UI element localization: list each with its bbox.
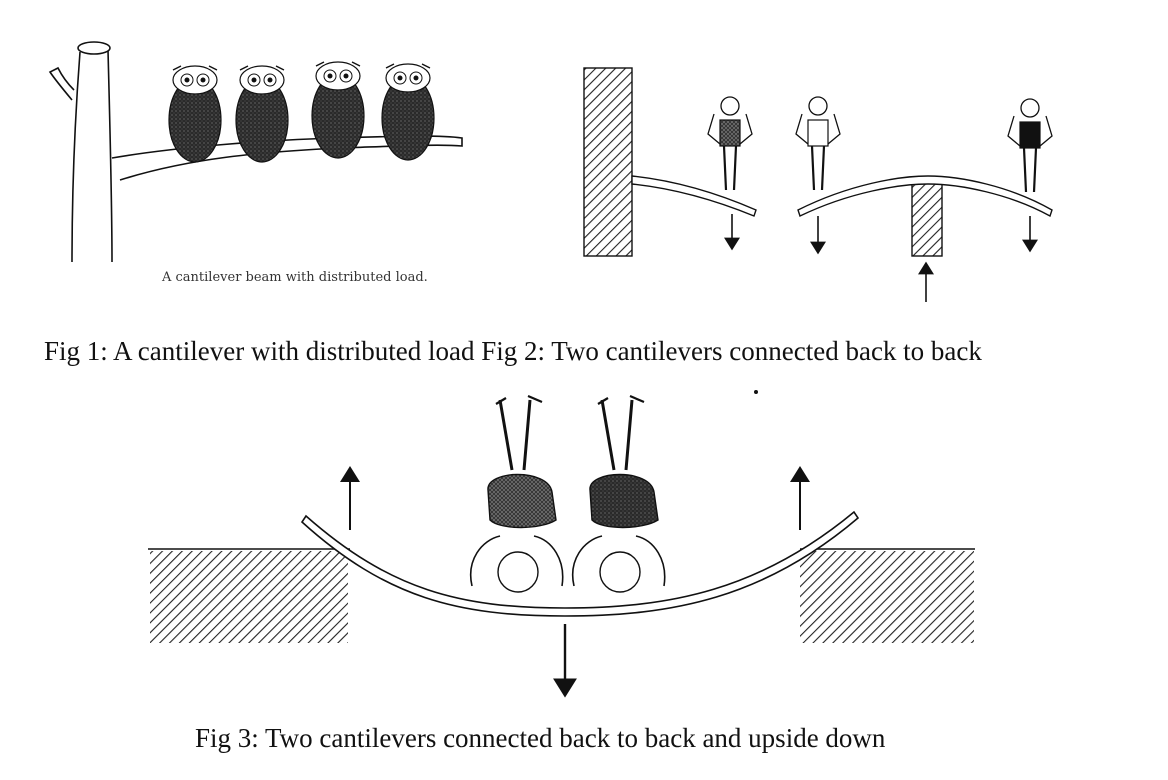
cantilever-beam-left [631, 175, 757, 217]
diver-figure [795, 96, 841, 191]
center-post-support [911, 179, 943, 257]
diver-figure [1007, 98, 1053, 193]
row-caption: Fig 1: A cantilever with distributed loa… [44, 336, 982, 366]
fig3-caption: Fig 3: Two cantilevers connected back to… [195, 723, 886, 753]
handstand-figure [571, 394, 666, 593]
ink-dot [754, 390, 758, 394]
owl [235, 65, 289, 163]
cantilever-beam-double [797, 175, 1053, 218]
fig1-illustration [48, 41, 463, 263]
curved-beam [300, 510, 860, 617]
tree-stump-top [77, 41, 111, 55]
owl [168, 65, 222, 163]
right-support [800, 551, 974, 643]
owl [311, 61, 365, 159]
fig3-illustration [148, 390, 975, 698]
handstand-figure [469, 394, 564, 593]
wall-support [583, 67, 633, 257]
tree-side-branch [48, 66, 75, 101]
fig2-illustration [583, 67, 1053, 302]
tree-trunk [71, 49, 113, 263]
left-support [150, 551, 348, 643]
owl [381, 63, 435, 161]
diver-figure [707, 96, 753, 191]
fig1-inner-caption: A cantilever beam with distributed load. [162, 270, 428, 285]
